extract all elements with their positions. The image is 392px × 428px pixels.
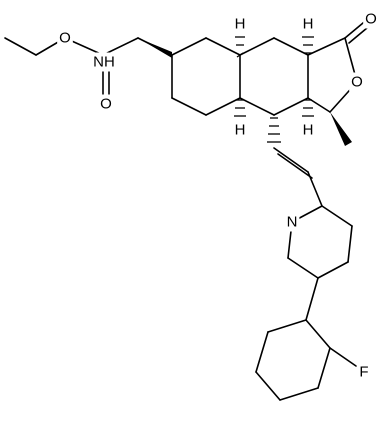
atom-labels: NH O O O O N H H H H F [57, 9, 379, 382]
wedge-c2-nh [138, 38, 172, 58]
atom-o-carbamate-ester: O [59, 30, 71, 47]
bond-c9-c9a [273, 37, 309, 56]
atom-label-backdrop [57, 28, 73, 48]
atom-o-carbamate-carbonyl: O [100, 96, 112, 113]
atom-label-backdrop [284, 212, 300, 232]
stereo-bonds [138, 36, 352, 146]
bond-c4-c4a [239, 97, 275, 116]
vinyl-linker [273, 147, 323, 207]
bond-c4-c3 [171, 97, 207, 116]
bond-ph-5 [255, 331, 269, 373]
bond-ph-2 [317, 347, 331, 389]
bond-ethyl-ch3 [4, 37, 37, 56]
atom-o-lactone-ring: O [351, 74, 363, 91]
bond-carbonyl-n [102, 37, 139, 56]
bond-ph-3 [279, 387, 319, 401]
atom-label-backdrop [91, 52, 117, 72]
atom-fluorine: F [359, 364, 368, 381]
bond-c1-c8a [205, 37, 241, 56]
atom-label-backdrop [300, 120, 316, 140]
atom-label-backdrop [232, 14, 248, 34]
bond-c-f [329, 347, 357, 367]
bond-ph-6 [267, 319, 307, 333]
bond-ph-4 [255, 371, 281, 401]
bond-c8a-c9 [239, 37, 275, 56]
lactone-ring [307, 17, 374, 113]
atom-label-backdrop [232, 120, 248, 140]
atom-label-backdrop [349, 72, 365, 92]
bond-vinyl-pyridine [307, 171, 323, 207]
bond-py-c5-c6 [287, 257, 319, 279]
bond-py-c4-c5 [317, 261, 349, 279]
atom-label-backdrop [363, 9, 379, 29]
atom-h-8a: H [235, 16, 246, 33]
bond-vinyl-2 [277, 153, 313, 179]
atom-h-9a: H [303, 16, 314, 33]
atom-n-pyridine: N [287, 214, 298, 231]
atom-label-backdrop [357, 362, 371, 382]
bond-py-c2-c3 [321, 205, 353, 227]
atom-label-backdrop [300, 14, 316, 34]
wedge-c3-methyl [330, 112, 352, 146]
pyridine-ring [287, 205, 353, 279]
atom-label-backdrop [98, 94, 114, 114]
bond-vinyl-1 [273, 147, 309, 173]
bond-ph-1 [305, 319, 331, 349]
bond-c2-c1 [171, 37, 207, 56]
hash-h8a-1 [236, 52, 244, 58]
atom-o-lactone-carbonyl: O [365, 11, 377, 28]
bond-biaryl [305, 277, 319, 321]
bond-c4a-c4 [205, 97, 241, 116]
carbamate-group [4, 37, 173, 99]
atom-h-3a: H [303, 122, 314, 139]
bond-c3a-c4 [273, 97, 309, 116]
ring-b [239, 37, 309, 116]
bond-py-c3-c4 [347, 225, 353, 263]
ring-a [171, 37, 241, 116]
bond-c9a-carbonyl [307, 37, 346, 56]
atom-nh: NH [93, 54, 115, 71]
fluorophenyl-ring [255, 277, 357, 401]
atom-h-4a: H [235, 122, 246, 139]
